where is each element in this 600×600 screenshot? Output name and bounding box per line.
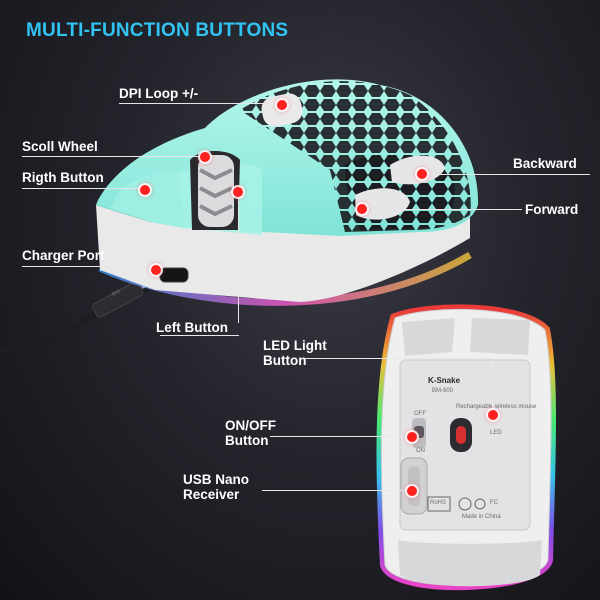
off-text: OFF: [414, 411, 426, 417]
marker-led: [488, 410, 498, 420]
marker-right: [140, 185, 150, 195]
label-usb-receiver: USB Nano Receiver: [183, 472, 249, 502]
label-right-button: Rigth Button: [22, 170, 104, 185]
marker-backward: [417, 169, 427, 179]
label-charger-port: Charger Port: [22, 248, 105, 263]
label-dpi-loop: DPI Loop +/-: [119, 86, 199, 101]
label-led-line2: Button: [263, 353, 307, 368]
label-backward: Backward: [513, 156, 577, 171]
leader-led: [300, 358, 492, 359]
leader-forward: [362, 209, 522, 210]
marker-dpi: [277, 100, 287, 110]
marker-onoff: [407, 432, 417, 442]
marker-usb: [407, 486, 417, 496]
made-in-text: Made in China: [462, 514, 501, 520]
charger-port: [159, 267, 189, 283]
mouse-foot-bottom: [398, 540, 542, 587]
on-text: ON: [416, 448, 425, 454]
marker-scroll: [200, 152, 210, 162]
leader-onoff: [270, 436, 410, 437]
rohs-text: RoHS: [430, 500, 447, 506]
dpi-button: [261, 93, 303, 127]
led-text: LED: [490, 430, 502, 436]
label-on-off-button: ON/OFF Button: [225, 418, 276, 448]
model-text: BM-600: [432, 388, 454, 394]
marker-charger: [151, 265, 161, 275]
leader-charger: [22, 266, 154, 267]
label-usb-line1: USB Nano: [183, 472, 250, 487]
leader-dpi: [119, 103, 287, 104]
label-led-line1: LED Light: [263, 338, 327, 353]
leader-scroll: [22, 156, 208, 157]
leader-right: [22, 188, 144, 189]
leader-usb: [262, 490, 410, 491]
label-onoff-line1: ON/OFF: [225, 418, 276, 433]
forward-button: [355, 188, 410, 220]
leader-led-vertical: [492, 358, 493, 412]
label-onoff-line2: Button: [225, 433, 269, 448]
label-usb-line2: Receiver: [183, 487, 240, 502]
label-left-button: Left Button: [156, 320, 228, 335]
fc-text: FC: [490, 500, 498, 506]
leader-left-vertical: [238, 198, 239, 323]
mouse-foot-top-left: [402, 318, 455, 356]
page-title: MULTI-FUNCTION BUTTONS: [26, 20, 289, 41]
label-scroll-wheel: Scoll Wheel: [22, 139, 98, 154]
marker-left: [233, 187, 243, 197]
marker-forward: [357, 204, 367, 214]
label-led-light-button: LED Light Button: [263, 338, 327, 368]
leader-backward: [424, 174, 590, 175]
rechargeable-text: Rechargeable wireless mouse: [456, 404, 537, 410]
leader-left: [160, 335, 239, 336]
usb-plug: [92, 281, 144, 318]
brand-text: K-Snake: [428, 376, 461, 385]
mouse-foot-top-right: [470, 318, 530, 355]
label-forward: Forward: [525, 202, 579, 217]
